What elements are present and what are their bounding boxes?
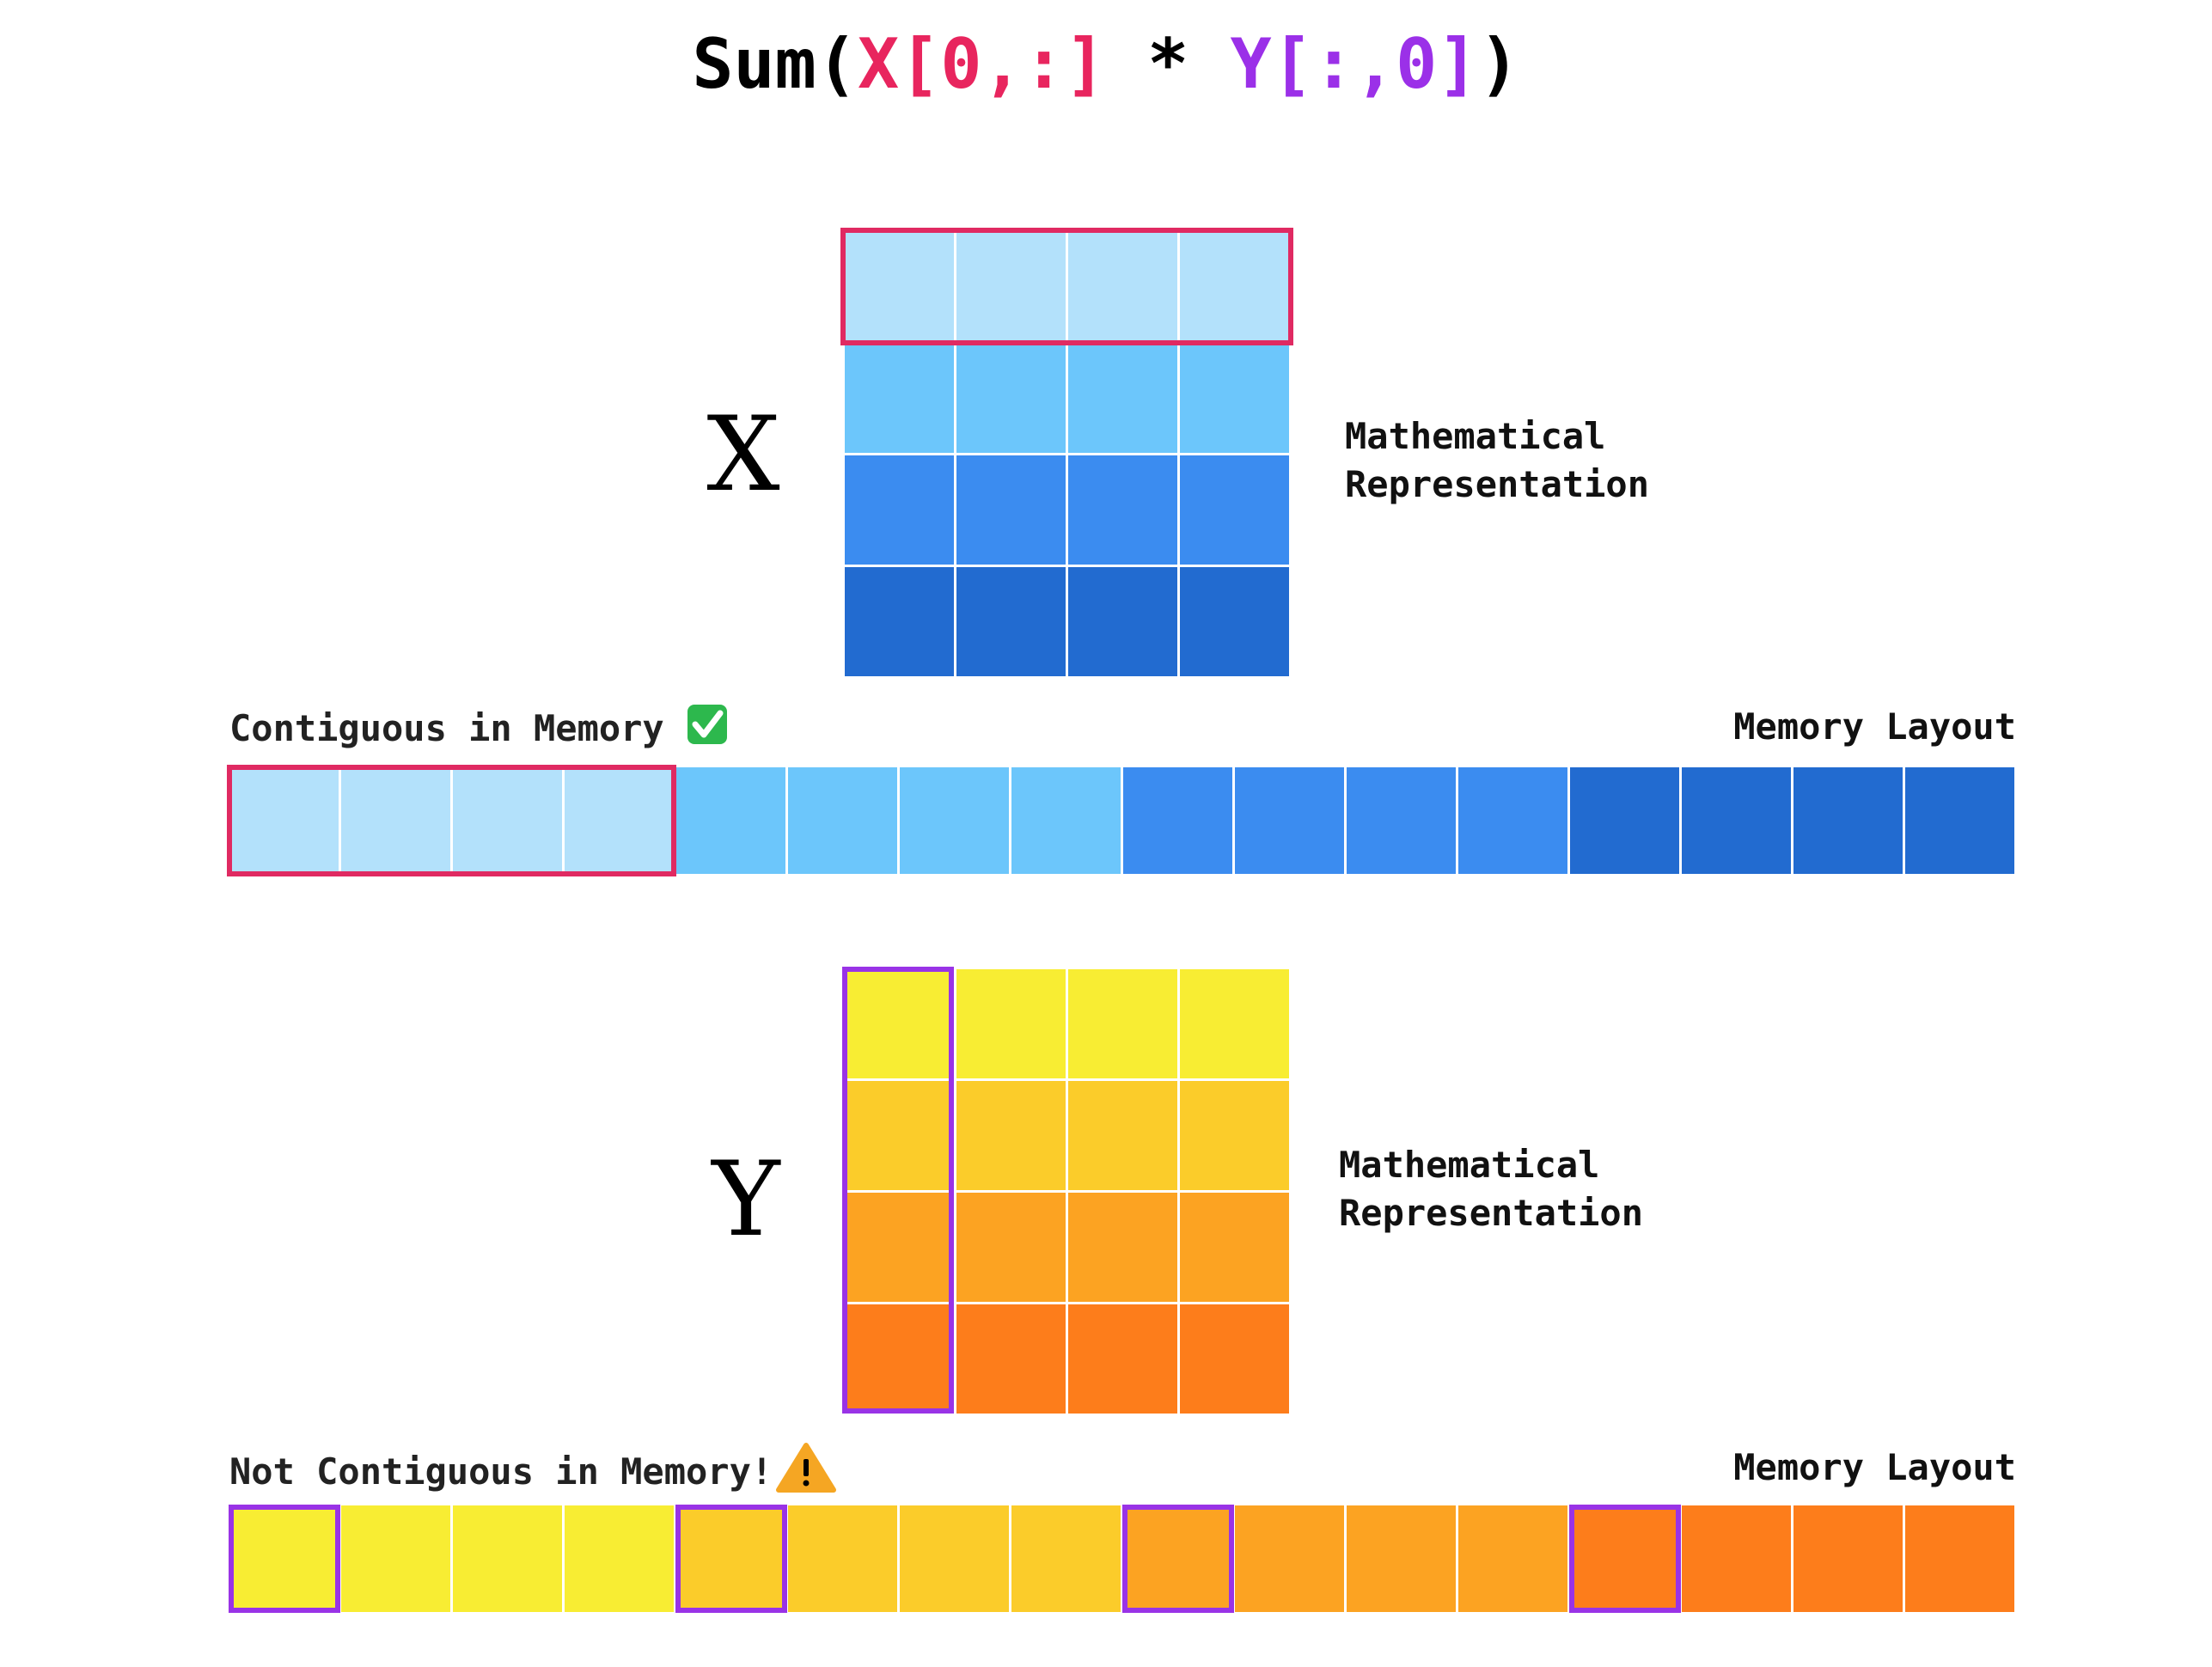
- memory-y-highlight-12: [1569, 1505, 1681, 1613]
- memory-y-highlight-4: [675, 1505, 787, 1613]
- memory-x-strip: [227, 765, 2014, 876]
- memory-y-cell-12: [1570, 1505, 1679, 1612]
- matrix-y-cell-0-3: [1180, 969, 1289, 1078]
- memory-y-highlight-8: [1122, 1505, 1234, 1613]
- memory-y-cell-2: [453, 1505, 562, 1612]
- matrix-y-cell-1-0: [845, 1081, 954, 1190]
- memory-x-cell-11: [1458, 767, 1567, 874]
- memory-x-cell-12: [1570, 767, 1679, 874]
- matrix-y-cell-2-1: [956, 1193, 1066, 1302]
- matrix-y-cell-3-0: [845, 1304, 954, 1414]
- matrix-y-grid: [842, 967, 1289, 1414]
- memory-x-cell-3: [565, 767, 674, 874]
- memory-y-cell-14: [1793, 1505, 1903, 1612]
- matrix-x-cell-0-0: [845, 232, 954, 341]
- memory-x-cell-2: [453, 767, 562, 874]
- memory-x-highlight: [227, 765, 676, 876]
- matrix-x-cell-2-1: [956, 455, 1066, 565]
- matrix-y-cell-3-3: [1180, 1304, 1289, 1414]
- memory-y-strip: [229, 1505, 2014, 1613]
- memory-y-cell-7: [1011, 1505, 1121, 1612]
- matrix-x-cell-0-2: [1068, 232, 1177, 341]
- memory-x-status: Contiguous in Memory: [229, 707, 664, 749]
- memory-x-cell-9: [1235, 767, 1344, 874]
- matrix-x-cell-1-1: [956, 344, 1066, 453]
- memory-x-cell-0: [229, 767, 339, 874]
- memory-y-highlight-0: [229, 1505, 340, 1613]
- memory-y-cell-9: [1235, 1505, 1344, 1612]
- matrix-x-row-highlight: [840, 228, 1293, 345]
- matrix-x-cell-0-1: [956, 232, 1066, 341]
- matrix-y-cell-2-3: [1180, 1193, 1289, 1302]
- matrix-y-cell-0-0: [845, 969, 954, 1078]
- memory-y-cell-1: [341, 1505, 450, 1612]
- matrix-x-cell-0-3: [1180, 232, 1289, 341]
- memory-x-cell-8: [1123, 767, 1232, 874]
- memory-y-cell-0: [229, 1505, 339, 1612]
- matrix-x-caption-line1: Mathematical: [1345, 415, 1605, 457]
- memory-y-cell-15: [1905, 1505, 2014, 1612]
- memory-y-status: Not Contiguous in Memory!: [229, 1450, 773, 1493]
- matrix-x-cell-3-3: [1180, 567, 1289, 676]
- memory-y-layout-label: Memory Layout: [1733, 1446, 2016, 1488]
- matrix-x-label: X: [706, 395, 779, 515]
- memory-y-cell-3: [565, 1505, 674, 1612]
- matrix-x-cell-2-0: [845, 455, 954, 565]
- memory-y-cell-13: [1682, 1505, 1791, 1612]
- title-part-2: [0,:]: [899, 24, 1106, 104]
- title-part-5: [:,0]: [1272, 24, 1479, 104]
- matrix-y-cell-1-2: [1068, 1081, 1177, 1190]
- matrix-x-cell-1-3: [1180, 344, 1289, 453]
- matrix-y-cell-2-0: [845, 1193, 954, 1302]
- title-part-1: X: [858, 24, 899, 104]
- matrix-y-cell-0-1: [956, 969, 1066, 1078]
- matrix-y-cell-0-2: [1068, 969, 1177, 1078]
- matrix-y-cell-3-1: [956, 1304, 1066, 1414]
- memory-y-cell-10: [1347, 1505, 1456, 1612]
- title-part-3: *: [1106, 24, 1231, 104]
- check-mark-icon: [687, 705, 727, 744]
- matrix-y-cell-1-1: [956, 1081, 1066, 1190]
- memory-x-cell-14: [1793, 767, 1903, 874]
- memory-x-cell-4: [676, 767, 785, 874]
- warning-icon: [776, 1443, 836, 1493]
- matrix-y-column-highlight: [842, 967, 954, 1414]
- memory-x-cell-6: [900, 767, 1009, 874]
- memory-x-cell-15: [1905, 767, 2014, 874]
- memory-x-layout-label: Memory Layout: [1733, 705, 2016, 748]
- matrix-y-cell-2-2: [1068, 1193, 1177, 1302]
- title: Sum(X[0,:] * Y[:,0]): [692, 24, 1519, 104]
- memory-x-cell-13: [1682, 767, 1791, 874]
- matrix-x-cell-2-2: [1068, 455, 1177, 565]
- memory-y-cell-8: [1123, 1505, 1232, 1612]
- matrix-x-cell-3-1: [956, 567, 1066, 676]
- title-part-0: Sum(: [692, 24, 858, 104]
- matrix-x-cell-3-2: [1068, 567, 1177, 676]
- matrix-x-cell-2-3: [1180, 455, 1289, 565]
- matrix-x-cell-3-0: [845, 567, 954, 676]
- matrix-x-cell-1-0: [845, 344, 954, 453]
- matrix-y-cell-1-3: [1180, 1081, 1289, 1190]
- memory-x-cell-5: [788, 767, 897, 874]
- matrix-y-label: Y: [710, 1140, 781, 1260]
- memory-y-cell-4: [676, 1505, 785, 1612]
- matrix-x-cell-1-2: [1068, 344, 1177, 453]
- matrix-x-grid: [840, 228, 1293, 676]
- memory-y-cell-5: [788, 1505, 897, 1612]
- matrix-y-caption-line2: Representation: [1339, 1192, 1643, 1234]
- memory-y-cell-6: [900, 1505, 1009, 1612]
- memory-x-cell-7: [1011, 767, 1121, 874]
- memory-x-cell-10: [1347, 767, 1456, 874]
- matrix-x-caption-line2: Representation: [1345, 463, 1649, 505]
- title-part-6: ): [1478, 24, 1519, 104]
- matrix-y-cell-3-2: [1068, 1304, 1177, 1414]
- memory-y-cell-11: [1458, 1505, 1567, 1612]
- memory-x-cell-1: [341, 767, 450, 874]
- matrix-y-caption-line1: Mathematical: [1339, 1144, 1599, 1186]
- title-part-4: Y: [1230, 24, 1271, 104]
